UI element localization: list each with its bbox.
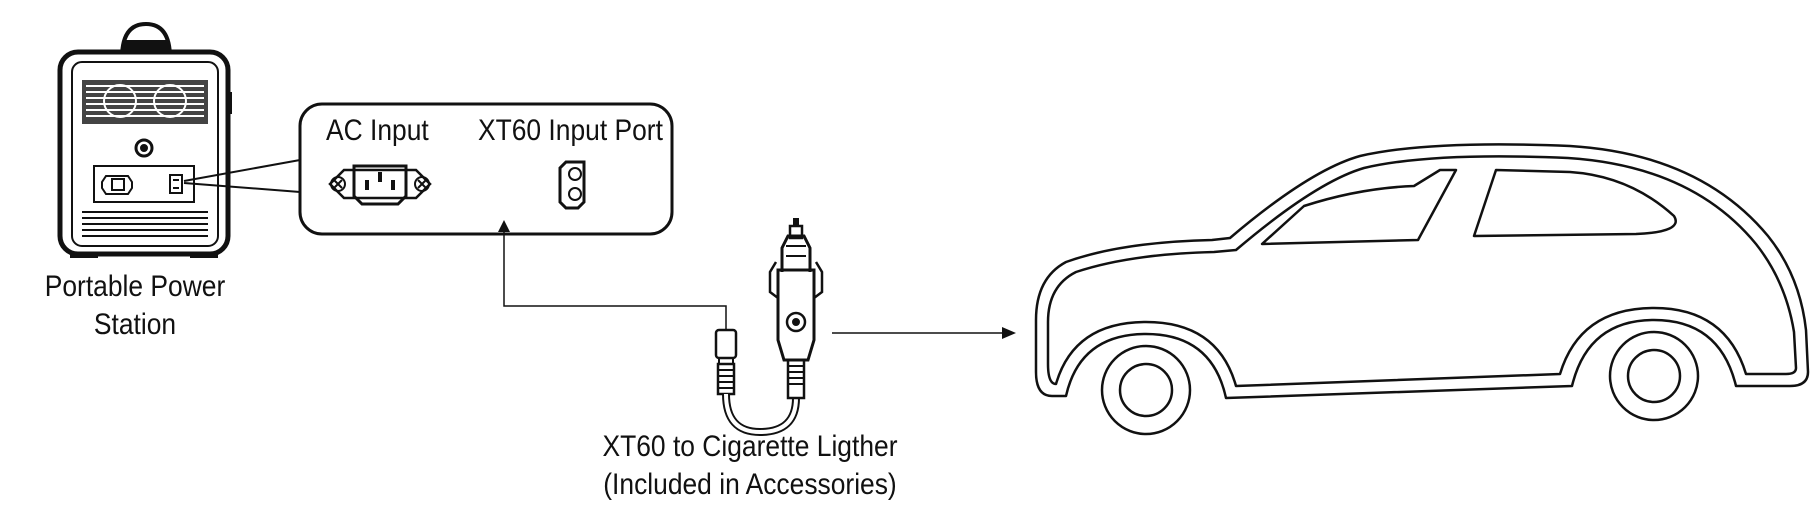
ac-input-label: AC Input <box>326 114 429 147</box>
port-detail-box <box>298 102 674 236</box>
cable-label-line2: (Included in Accessories) <box>603 468 897 501</box>
xt60-cigarette-lighter-cable <box>714 218 824 437</box>
cable-label: XT60 to Cigarette Ligther (Included in A… <box>592 428 909 504</box>
car-illustration <box>1034 143 1810 436</box>
cable-label-line1: XT60 to Cigarette Ligther <box>602 430 898 463</box>
power-station-label-line1: Portable Power <box>44 270 226 303</box>
xt60-port-label: XT60 Input Port <box>478 114 663 147</box>
cable-route-line <box>503 225 727 330</box>
callout-line-bottom <box>183 182 301 193</box>
power-station-label-line2: Station <box>93 308 177 341</box>
callout-line-top <box>183 159 301 182</box>
power-station-label: Portable Power Station <box>43 268 228 344</box>
ac-input-socket <box>328 164 432 206</box>
cable-route-arrowhead <box>498 220 510 232</box>
xt60-input-port <box>558 160 586 210</box>
arrow-to-car-head <box>1002 327 1016 339</box>
power-station-illustration <box>57 21 232 258</box>
